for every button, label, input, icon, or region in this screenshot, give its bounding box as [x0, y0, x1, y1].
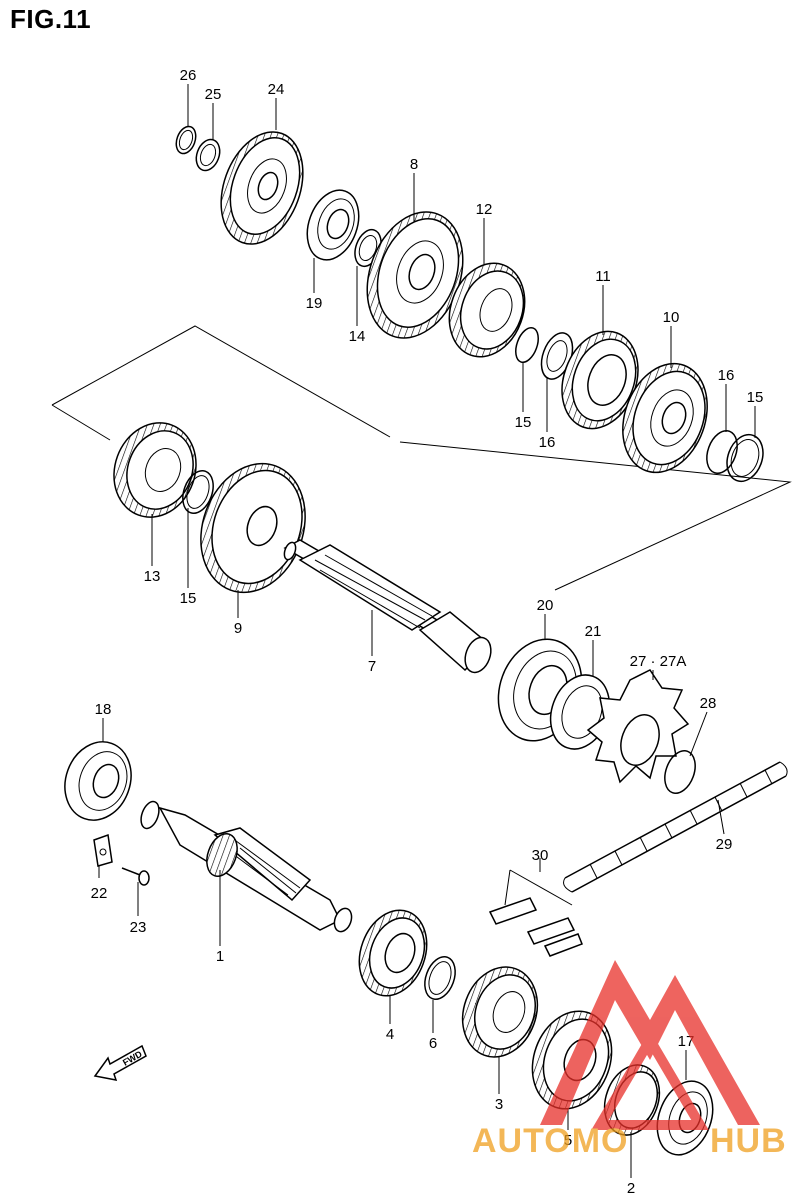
part-10-gear — [622, 362, 708, 474]
callout-10: 10 — [663, 309, 680, 326]
part-3-gear — [461, 966, 539, 1058]
callout-29: 29 — [716, 836, 733, 853]
watermark-text-part1: AUTOMO — [472, 1122, 628, 1160]
callout-5: 5 — [564, 1132, 572, 1149]
callout-21: 21 — [585, 623, 602, 640]
part-23-screw — [121, 867, 150, 886]
leader-lines — [98, 84, 756, 1178]
callout-30: 30 — [532, 847, 549, 864]
part-27-engine-sprocket — [586, 669, 690, 784]
callout-27-27a: 27 · 27A — [630, 653, 687, 670]
part-6-circlip — [424, 956, 456, 1000]
callout-15-top: 15 — [515, 414, 532, 431]
part-9-gear — [200, 462, 306, 594]
callout-3: 3 — [495, 1096, 503, 1113]
callout-22: 22 — [91, 885, 108, 902]
callout-13: 13 — [144, 568, 161, 585]
part-7-countershaft — [283, 539, 492, 674]
callout-18: 18 — [95, 701, 112, 718]
callout-20: 20 — [537, 597, 554, 614]
part-1-drive-shaft — [140, 800, 353, 933]
watermark-text-part2: HUB — [710, 1122, 787, 1160]
callout-25: 25 — [205, 86, 222, 103]
part-12-gear — [448, 262, 526, 358]
callout-14: 14 — [349, 328, 366, 345]
part-15-circlip-top — [515, 326, 539, 364]
part-18-bearing — [64, 741, 132, 821]
callout-16-top: 16 — [539, 434, 556, 451]
part-30-chain-joint — [488, 869, 583, 957]
part-19-bearing — [306, 189, 360, 261]
callout-labels: 26 25 24 8 12 19 14 11 10 16 15 15 16 13… — [91, 67, 764, 1197]
watermark-logo: AUTOMO HUB — [472, 960, 787, 1160]
callout-4: 4 — [386, 1026, 394, 1043]
part-28-circlip — [664, 750, 696, 794]
part-29-drive-chain — [563, 761, 788, 893]
part-15-circlip-middle — [182, 470, 214, 514]
callout-23: 23 — [130, 919, 147, 936]
callout-7: 7 — [368, 658, 376, 675]
callout-16-right: 16 — [718, 367, 735, 384]
callout-19: 19 — [306, 295, 323, 312]
callout-28: 28 — [700, 695, 717, 712]
callout-15-right: 15 — [747, 389, 764, 406]
part-25-washer — [195, 138, 221, 172]
callout-15-middle: 15 — [180, 590, 197, 607]
figure-title: FIG.11 — [10, 4, 92, 34]
callout-12: 12 — [476, 201, 493, 218]
callout-9: 9 — [234, 620, 242, 637]
callout-26: 26 — [180, 67, 197, 84]
part-4-gear — [358, 909, 428, 997]
callout-24: 24 — [268, 81, 285, 98]
part-17-bearing — [656, 1080, 714, 1156]
part-26-circlip — [175, 125, 197, 155]
fwd-arrow-icon — [93, 1044, 147, 1081]
callout-2: 2 — [627, 1180, 635, 1197]
callout-11: 11 — [595, 268, 611, 285]
callout-8: 8 — [410, 156, 418, 173]
part-24-gear — [220, 131, 304, 245]
callout-6: 6 — [429, 1035, 437, 1052]
part-8-gear — [366, 211, 464, 339]
part-15-circlip-right — [726, 433, 764, 483]
countershaft-group-outline — [51, 325, 792, 591]
part-16-washer-right — [706, 430, 738, 474]
part-2-gear — [603, 1064, 661, 1136]
part-22-bearing-retainer — [93, 833, 113, 867]
part-13-gear — [113, 422, 197, 518]
callout-1: 1 — [216, 948, 224, 965]
